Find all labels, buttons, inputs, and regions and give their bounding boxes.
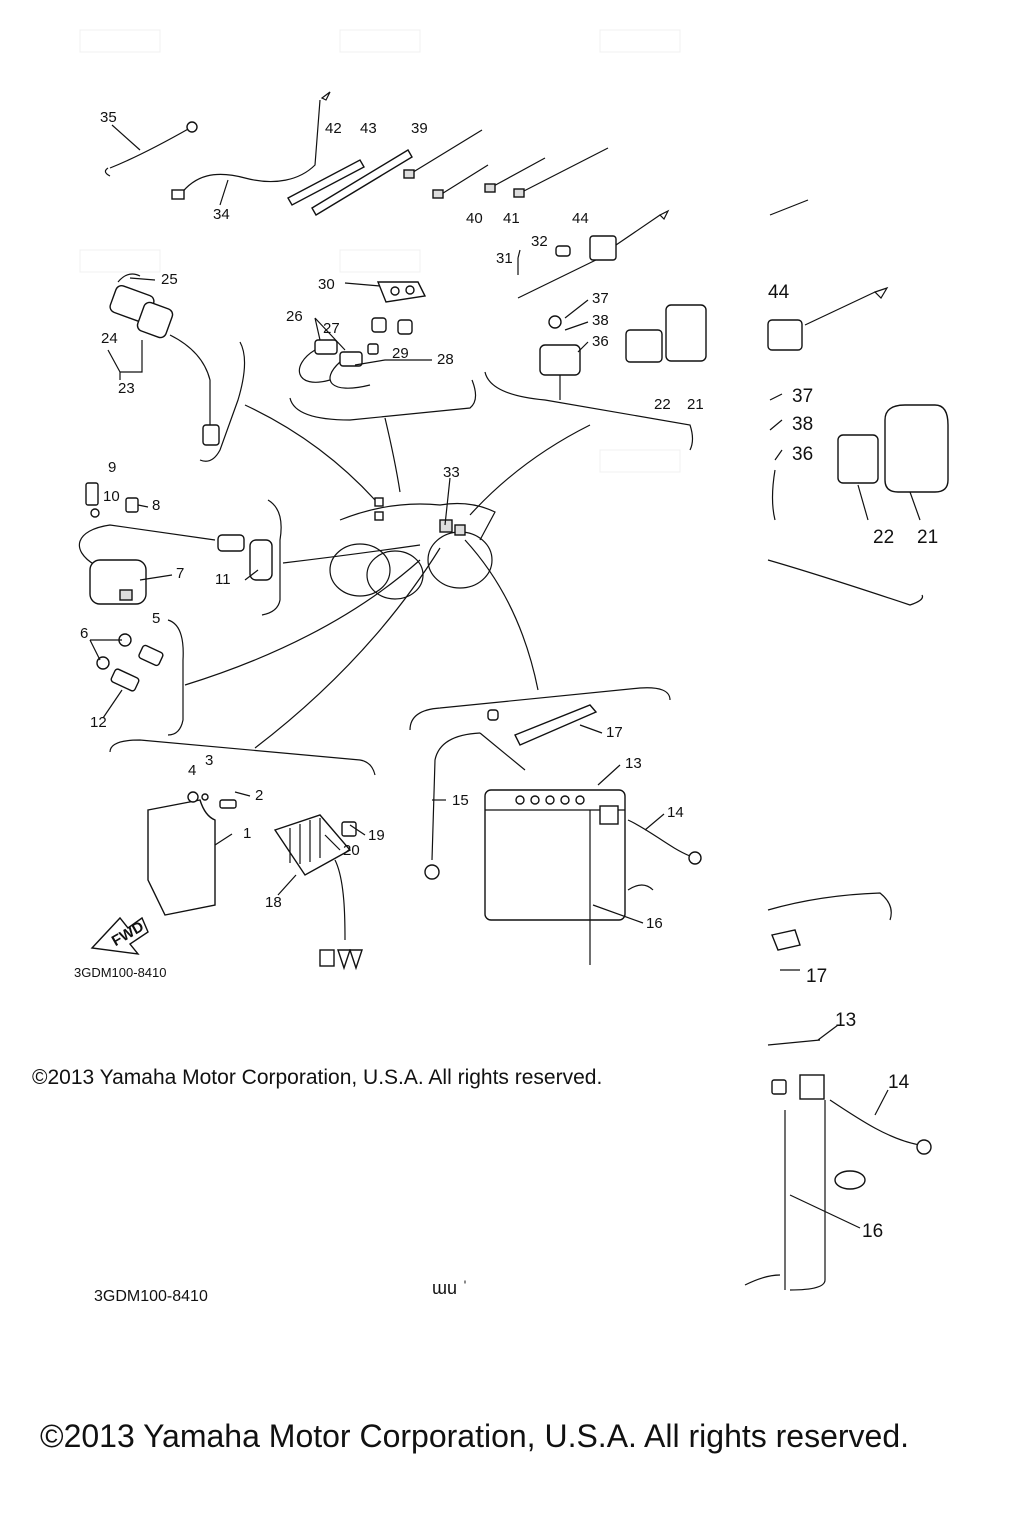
relay-22 [625, 329, 663, 363]
zoom-label-17: 17 [806, 966, 827, 987]
label-32: 32 [531, 233, 548, 250]
label-35: 35 [100, 109, 117, 126]
label-18: 18 [265, 894, 282, 911]
label-36: 36 [592, 333, 609, 350]
label-15: 15 [452, 792, 469, 809]
battery-13 [484, 789, 626, 965]
fwd-arrow-icon [90, 916, 149, 955]
label-26: 26 [286, 308, 303, 325]
zoom-label-14: 14 [888, 1072, 910, 1093]
label-11: 11 [215, 571, 231, 588]
label-5: 5 [152, 610, 160, 627]
bracket-line-1-20 [109, 739, 376, 776]
diagram-code: 3GDM100-8410 [74, 965, 167, 980]
cable-15 [424, 709, 526, 880]
label-39: 39 [411, 120, 428, 137]
label-2: 2 [255, 787, 263, 804]
zoom-labels: 44 37 38 36 22 21 17 13 14 16 [768, 282, 938, 1242]
label-8: 8 [152, 497, 160, 514]
label-28: 28 [437, 351, 454, 368]
label-4: 4 [188, 762, 196, 779]
starter-relay-31 [517, 209, 670, 299]
zoom-fragment-relays [767, 404, 949, 606]
callout-curves [184, 404, 591, 749]
label-22: 22 [654, 396, 671, 413]
label-19: 19 [368, 827, 385, 844]
sensors-5-12 [96, 633, 164, 692]
strap-17 [514, 704, 598, 746]
label-13: 13 [625, 755, 642, 772]
vehicle-silhouette [329, 497, 496, 600]
label-3: 3 [205, 752, 213, 769]
zoom-label-36: 36 [792, 444, 813, 465]
label-37: 37 [592, 290, 609, 307]
label-17: 17 [606, 724, 623, 741]
watermark-layer [79, 29, 681, 473]
label-29: 29 [392, 345, 409, 362]
harness-34 [171, 91, 331, 200]
label-38: 38 [592, 312, 609, 329]
relay-21 [665, 304, 707, 362]
label-9: 9 [108, 459, 116, 476]
zoom-label-13: 13 [835, 1010, 856, 1031]
zoom-fragment-battery [744, 892, 932, 1291]
zoom-label-21: 21 [917, 527, 938, 548]
ignition-coil-7 [78, 524, 273, 605]
cable-14 [627, 819, 702, 891]
wire-35 [104, 121, 198, 177]
zoom-label-22: 22 [873, 527, 894, 548]
bracket-line-7 [261, 499, 282, 616]
label-12: 12 [90, 714, 107, 731]
bracket-line-13-17 [409, 687, 671, 731]
leader-lines [89, 124, 921, 1229]
label-30: 30 [318, 276, 335, 293]
copyright-small: ©2013 Yamaha Motor Corporation, U.S.A. A… [32, 1066, 603, 1089]
diagram-code-2: 3GDM100-8410 [94, 1288, 208, 1305]
label-27: 27 [323, 320, 340, 337]
bracket-line-36-22 [484, 371, 694, 451]
label-20: 20 [343, 842, 360, 859]
label-7: 7 [176, 565, 184, 582]
zoom-label-37: 37 [792, 386, 813, 407]
label-14: 14 [667, 804, 684, 821]
bracket-line-5-12 [167, 619, 184, 736]
label-43: 43 [360, 120, 377, 137]
part-labels: 1 2 3 4 5 6 7 8 9 10 11 12 13 14 15 16 1… [80, 109, 704, 932]
label-16: 16 [646, 915, 663, 932]
copyright-large: ©2013 Yamaha Motor Corporation, U.S.A. A… [40, 1418, 910, 1454]
connectors-26-29 [298, 317, 413, 389]
label-6: 6 [80, 625, 88, 642]
label-34: 34 [213, 206, 230, 223]
ecu-1 [147, 791, 237, 916]
relay-36 [539, 315, 581, 400]
rectifier-18 [273, 814, 363, 971]
fragment-text: ɯu ˈ [432, 1278, 468, 1298]
ties-39-40-41-44 [403, 129, 609, 199]
label-44: 44 [572, 210, 589, 227]
label-25: 25 [161, 271, 178, 288]
bolts-8-10 [85, 482, 139, 518]
label-24: 24 [101, 330, 118, 347]
bracket-line-26-29 [289, 379, 477, 421]
label-40: 40 [466, 210, 483, 227]
zoom-label-38: 38 [792, 414, 813, 435]
label-23: 23 [118, 380, 135, 397]
bracket-30 [376, 281, 427, 303]
label-1: 1 [243, 825, 251, 842]
coil-23 [109, 273, 220, 446]
label-21: 21 [687, 396, 704, 413]
label-31: 31 [496, 250, 513, 267]
zoom-fragment-top [767, 199, 889, 351]
label-33: 33 [443, 464, 460, 481]
label-10: 10 [103, 488, 120, 505]
label-41: 41 [503, 210, 520, 227]
zoom-label-16: 16 [862, 1221, 883, 1242]
zoom-label-44: 44 [768, 282, 790, 303]
bracket-line-23 [199, 341, 246, 462]
label-42: 42 [325, 120, 342, 137]
tubes-42-43 [287, 149, 413, 216]
